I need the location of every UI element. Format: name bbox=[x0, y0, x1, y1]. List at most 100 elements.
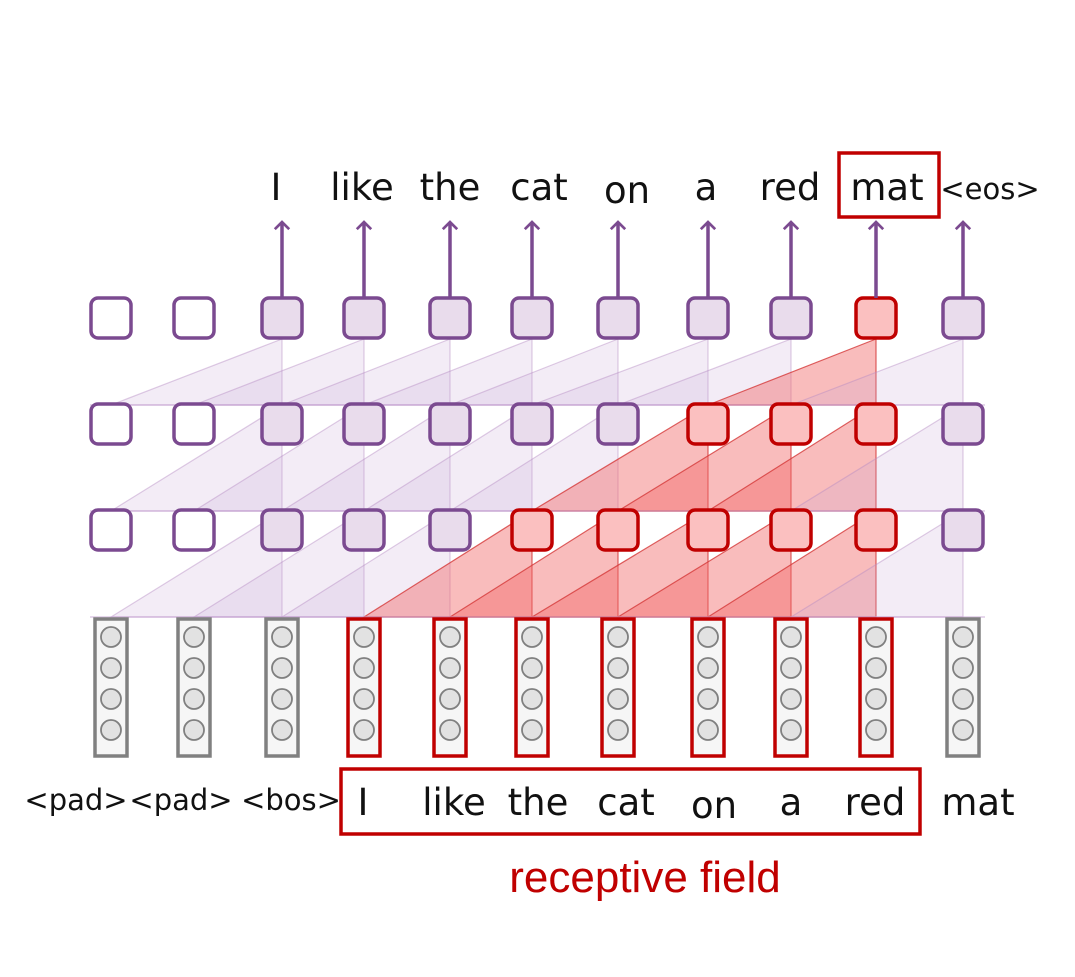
embedding-unit bbox=[697, 688, 719, 710]
embedding-unit bbox=[865, 626, 887, 648]
embedding-unit bbox=[271, 657, 293, 679]
receptive-node bbox=[686, 508, 730, 552]
embedding-unit bbox=[271, 688, 293, 710]
embedding-unit bbox=[353, 688, 375, 710]
output-token: red bbox=[760, 166, 821, 209]
hidden-node bbox=[342, 402, 386, 446]
hidden-node bbox=[342, 296, 386, 340]
embedding-unit bbox=[697, 657, 719, 679]
receptive-node bbox=[686, 402, 730, 446]
embedding-unit bbox=[780, 657, 802, 679]
pad-node bbox=[89, 296, 133, 340]
embedding-unit bbox=[607, 626, 629, 648]
embedding-unit bbox=[952, 657, 974, 679]
input-token: <pad> bbox=[129, 783, 232, 817]
nodes bbox=[89, 296, 985, 552]
output-token: I bbox=[271, 166, 282, 209]
output-arrows bbox=[273, 220, 972, 298]
hidden-node bbox=[428, 296, 472, 340]
embedding-unit bbox=[697, 626, 719, 648]
input-token: a bbox=[780, 781, 803, 824]
hidden-node bbox=[941, 296, 985, 340]
embedding-unit bbox=[353, 657, 375, 679]
embedding-unit bbox=[100, 688, 122, 710]
receptive-input-embedding bbox=[858, 617, 894, 758]
receptive-input-embedding bbox=[514, 617, 550, 758]
receptive-node bbox=[854, 508, 898, 552]
hidden-node bbox=[510, 402, 554, 446]
input-token-labels: <pad> <pad> <bos> I like the cat on a re… bbox=[24, 781, 1014, 827]
input-token: <pad> bbox=[24, 783, 127, 817]
output-token: the bbox=[420, 166, 481, 209]
hidden-node bbox=[428, 508, 472, 552]
embedding-unit bbox=[100, 657, 122, 679]
embedding-unit bbox=[952, 719, 974, 741]
hidden-node bbox=[428, 402, 472, 446]
embedding-unit bbox=[183, 719, 205, 741]
embedding-unit bbox=[607, 719, 629, 741]
receptive-node bbox=[510, 508, 554, 552]
embedding-unit bbox=[780, 626, 802, 648]
receptive-node bbox=[596, 508, 640, 552]
embedding-unit bbox=[521, 657, 543, 679]
hidden-node bbox=[941, 508, 985, 552]
output-token-highlighted: mat bbox=[850, 166, 923, 209]
embedding-unit bbox=[865, 719, 887, 741]
receptive-input-embedding bbox=[600, 617, 636, 758]
hidden-node bbox=[769, 296, 813, 340]
pad-node bbox=[89, 508, 133, 552]
receptive-node bbox=[769, 402, 813, 446]
receptive-field-input-box bbox=[339, 767, 922, 836]
output-token: a bbox=[695, 166, 718, 209]
input-embedding bbox=[176, 617, 212, 758]
embedding-unit bbox=[100, 626, 122, 648]
receptive-input-embedding bbox=[346, 617, 382, 758]
receptive-node bbox=[854, 296, 898, 340]
embedding-unit bbox=[865, 657, 887, 679]
embedding-unit bbox=[697, 719, 719, 741]
hidden-node bbox=[596, 402, 640, 446]
embedding-unit bbox=[780, 719, 802, 741]
embedding-unit bbox=[607, 688, 629, 710]
embedding-unit bbox=[271, 719, 293, 741]
hidden-node bbox=[941, 402, 985, 446]
embedding-unit bbox=[607, 657, 629, 679]
input-token: I bbox=[358, 781, 369, 824]
hidden-node bbox=[260, 402, 304, 446]
receptive-node bbox=[769, 508, 813, 552]
input-token: <bos> bbox=[241, 783, 341, 817]
input-token: cat bbox=[597, 781, 655, 824]
embedding-unit bbox=[353, 626, 375, 648]
pad-node bbox=[172, 508, 216, 552]
receptive-node bbox=[854, 402, 898, 446]
pad-node bbox=[172, 402, 216, 446]
connections bbox=[108, 338, 964, 618]
receptive-input-embedding bbox=[690, 617, 726, 758]
embedding-unit bbox=[439, 688, 461, 710]
hidden-node bbox=[260, 508, 304, 552]
embedding-unit bbox=[521, 719, 543, 741]
embedding-unit bbox=[439, 657, 461, 679]
pad-node bbox=[89, 402, 133, 446]
hidden-node bbox=[596, 296, 640, 340]
pad-node bbox=[172, 296, 216, 340]
embedding-unit bbox=[521, 626, 543, 648]
receptive-field-caption: receptive field bbox=[509, 853, 780, 902]
input-embeddings bbox=[93, 617, 981, 758]
receptive-input-embedding bbox=[432, 617, 468, 758]
hidden-node bbox=[510, 296, 554, 340]
embedding-unit bbox=[439, 719, 461, 741]
hidden-node bbox=[260, 296, 304, 340]
input-embedding bbox=[945, 617, 981, 758]
embedding-unit bbox=[271, 626, 293, 648]
embedding-unit bbox=[100, 719, 122, 741]
output-token: on bbox=[604, 169, 650, 212]
embedding-unit bbox=[353, 719, 375, 741]
output-token: <eos> bbox=[940, 172, 1039, 206]
output-token: cat bbox=[510, 166, 568, 209]
receptive-input-embedding bbox=[773, 617, 809, 758]
embedding-unit bbox=[865, 688, 887, 710]
input-token: on bbox=[691, 784, 737, 827]
output-token: like bbox=[330, 166, 393, 209]
